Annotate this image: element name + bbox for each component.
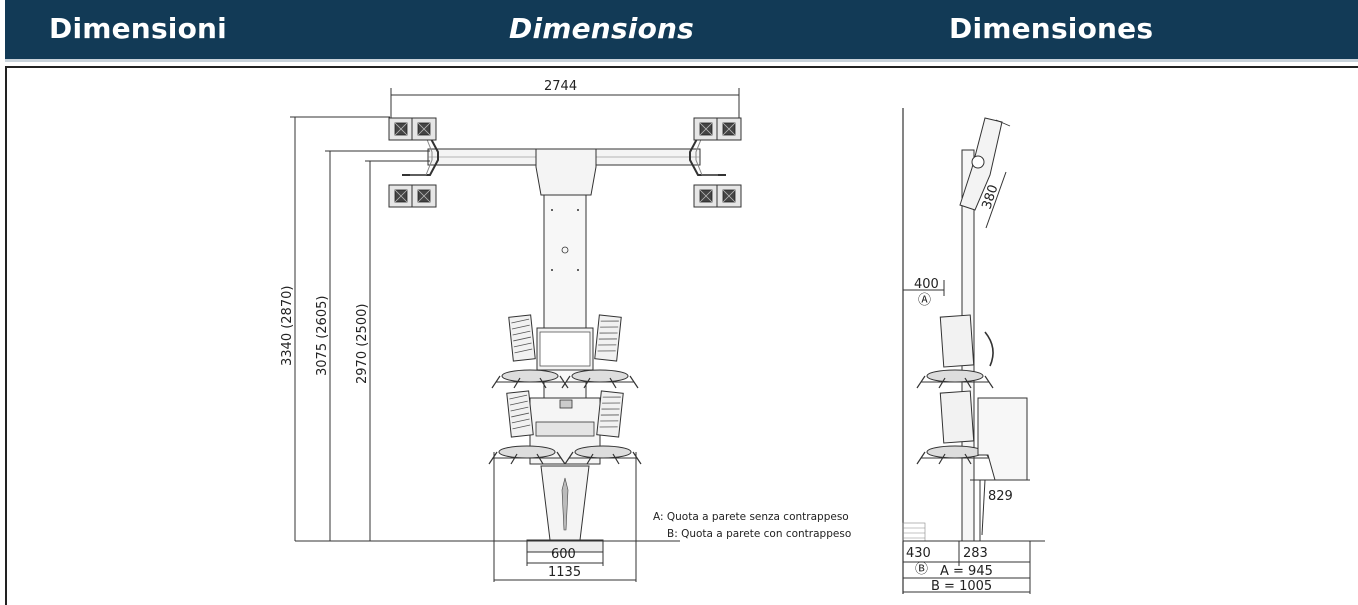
marker-a: Ⓐ [918,293,931,308]
label-wall-gap: 400 [914,277,939,292]
right-camera-head [689,117,742,208]
side-base-dimensions [903,541,1031,594]
beam-carriage [535,148,597,196]
note-b: B: Quota a parete con contrappeso [667,528,851,540]
label-footprint-width: 1135 [548,565,581,580]
label-height-1: 3340 (2870) [280,286,295,366]
title-banner: Dimensioni Dimensions Dimensiones [5,0,1358,62]
label-width-top: 2744 [544,79,577,94]
drawing-frame [5,66,1358,605]
side-console [977,397,1028,481]
left-camera-head [388,117,439,208]
marker-b: Ⓑ [915,562,928,577]
label-height-2: 3075 (2605) [315,296,330,376]
label-console-height: 829 [988,489,1013,504]
label-base-left: 430 [906,546,931,561]
title-spanish: Dimensiones [949,12,1154,45]
base-plate [526,539,604,553]
label-base-width: 600 [551,547,576,562]
side-target-lower [939,390,975,444]
label-height-3: 2970 (2500) [355,304,370,384]
side-target-upper [939,314,975,368]
dimension-heights [290,116,430,541]
dimension-base [493,452,637,582]
title-italian: Dimensioni [49,12,227,45]
label-dim-b: B = 1005 [931,579,992,594]
title-english: Dimensions [509,12,695,45]
side-view: 380 400 Ⓐ 829 430 283 Ⓑ A [902,108,1045,594]
label-head-size: 380 [980,183,1002,211]
label-base-right: 283 [963,546,988,561]
label-dim-a: A = 945 [940,564,993,579]
note-a: A: Quota a parete senza contrappeso [653,511,849,523]
dimension-width-top [390,88,740,122]
front-view: 2744 [280,79,742,582]
